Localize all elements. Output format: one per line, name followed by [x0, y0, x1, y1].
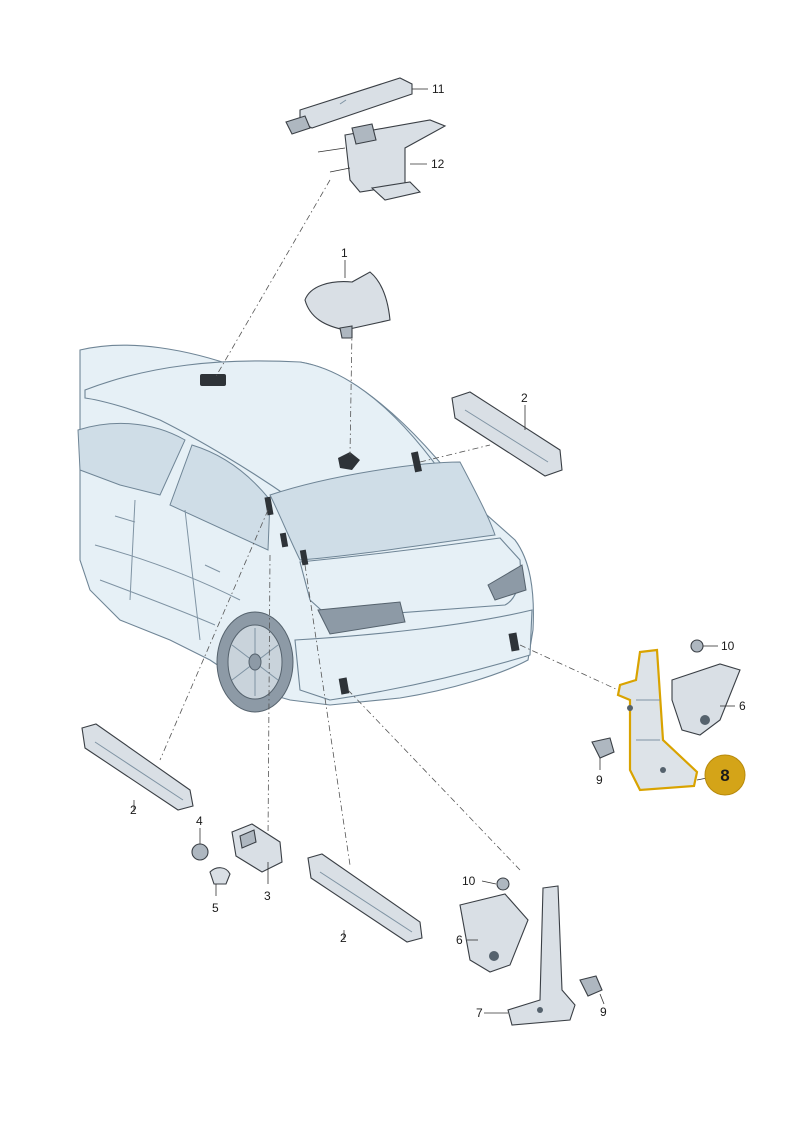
part-3-connector	[231, 823, 283, 873]
part-2-antenna-amplifier-lower	[307, 853, 423, 943]
callout-10-upper: 10	[721, 639, 735, 653]
part-4-nut	[191, 843, 209, 861]
part-5-grommet	[209, 867, 231, 885]
part-10-nut-lower	[496, 877, 510, 891]
callout-7: 7	[476, 1006, 483, 1020]
part-12-roof-bracket	[317, 119, 447, 201]
reference-lines	[159, 179, 619, 871]
part-9-clip-lower	[579, 975, 603, 997]
callout-1: 1	[341, 246, 348, 260]
part-2-antenna-amplifier-left	[81, 723, 194, 811]
callout-2-left: 2	[130, 803, 137, 817]
part-11-antenna-module	[285, 77, 413, 135]
callout-2-upper: 2	[521, 391, 528, 405]
part-10-nut-upper	[690, 639, 704, 653]
callout-9-lower: 9	[600, 1005, 607, 1019]
part-2-antenna-amplifier-upper	[451, 391, 563, 477]
callout-11: 11	[432, 82, 445, 96]
part-9-clip-upper	[591, 737, 615, 759]
callout-4: 4	[196, 814, 203, 828]
callout-5: 5	[212, 901, 219, 915]
vehicle-illustration	[77, 344, 534, 713]
callout-3: 3	[264, 889, 271, 903]
callout-9-upper: 9	[596, 773, 603, 787]
callout-12: 12	[431, 157, 445, 171]
callout-6-lower: 6	[456, 933, 463, 947]
callout-10-lower: 10	[462, 874, 476, 888]
part-6-mount-upper	[671, 663, 741, 736]
callout-8-badge: 8	[704, 754, 746, 796]
callout-8: 8	[720, 766, 729, 785]
callout-labels: 11 12 1 2 2 2 3 4 5 10 6 9 10 6 7 9	[130, 82, 746, 1020]
part-8-bracket	[616, 648, 699, 792]
part-6-mount-lower	[459, 893, 529, 973]
callout-leaders	[133, 88, 735, 1014]
callout-6-upper: 6	[739, 699, 746, 713]
callout-2-lower: 2	[340, 931, 347, 945]
part-7-bracket-lower	[507, 885, 576, 1026]
part-1-roof-antenna	[304, 271, 391, 339]
